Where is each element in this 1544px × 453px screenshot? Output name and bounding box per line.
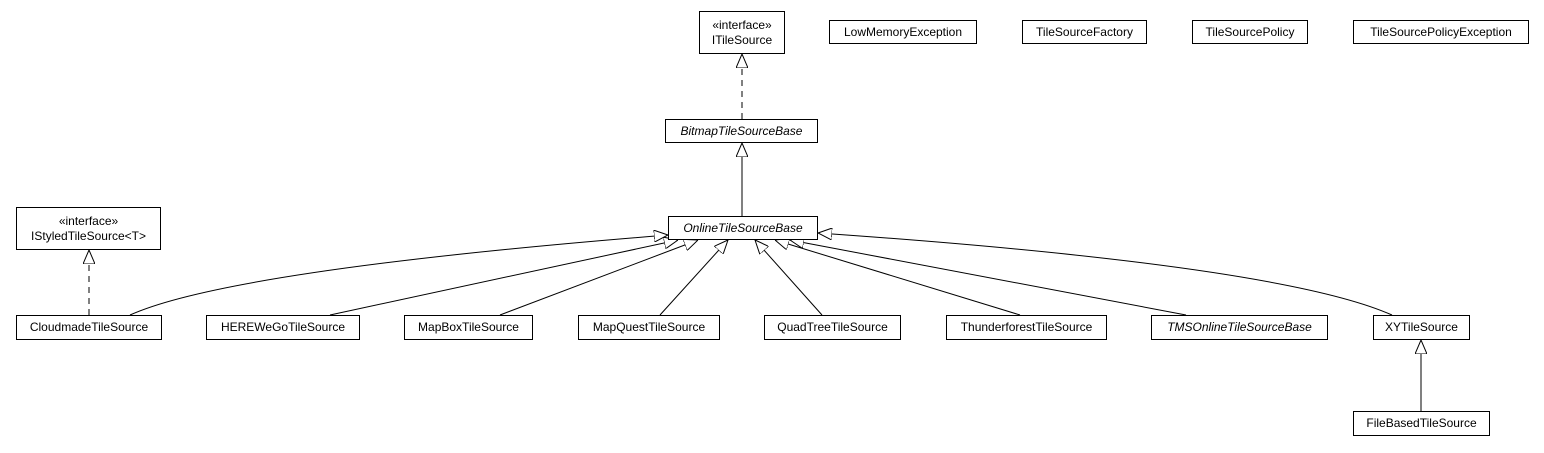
class-box-itilesource: «interface» ITileSource: [699, 11, 785, 54]
class-box-tile-source-policy: TileSourcePolicy: [1192, 20, 1308, 44]
class-name: TileSourcePolicy: [1205, 24, 1295, 39]
class-box-tile-source-policy-exception: TileSourcePolicyException: [1353, 20, 1529, 44]
class-name: HEREWeGoTileSource: [220, 320, 346, 334]
class-box-mapquest-tile-source: MapQuestTileSource: [578, 315, 720, 340]
class-name: TMSOnlineTileSourceBase: [1167, 320, 1312, 334]
class-box-tile-source-factory: TileSourceFactory: [1022, 20, 1147, 44]
class-name: OnlineTileSourceBase: [683, 220, 803, 235]
class-name: ThunderforestTileSource: [960, 320, 1093, 334]
class-name: TileSourceFactory: [1036, 24, 1133, 39]
class-name: TileSourcePolicyException: [1370, 24, 1512, 39]
class-box-bitmap-tile-source-base: BitmapTileSourceBase: [665, 119, 818, 143]
generalization-edge-herewego-tile-source-to-online-tile-source-base: [329, 240, 678, 316]
class-box-xy-tile-source: XYTileSource: [1373, 315, 1470, 340]
class-box-file-based-tile-source: FileBasedTileSource: [1353, 411, 1490, 436]
class-name: MapQuestTileSource: [592, 320, 706, 334]
class-box-quadtree-tile-source: QuadTreeTileSource: [764, 315, 901, 340]
class-name: IStyledTileSource<T>: [31, 228, 146, 243]
class-box-thunderforest-tile-source: ThunderforestTileSource: [946, 315, 1107, 340]
generalization-edge-mapbox-tile-source-to-online-tile-source-base: [499, 240, 698, 316]
class-name: FileBasedTileSource: [1366, 416, 1477, 430]
class-name: BitmapTileSourceBase: [680, 123, 803, 138]
class-box-herewego-tile-source: HEREWeGoTileSource: [206, 315, 360, 340]
class-box-mapbox-tile-source: MapBoxTileSource: [404, 315, 533, 340]
class-box-cloudmade-tile-source: CloudmadeTileSource: [16, 315, 162, 340]
generalization-edge-quadtree-tile-source-to-online-tile-source-base: [755, 240, 823, 316]
stereotype-label: «interface»: [712, 17, 772, 32]
generalization-edge-cloudmade-tile-source-to-online-tile-source-base: [129, 235, 668, 316]
generalization-edge-xy-tile-source-to-online-tile-source-base: [818, 233, 1393, 316]
stereotype-label: «interface»: [58, 213, 119, 228]
class-name: CloudmadeTileSource: [29, 320, 149, 334]
generalization-edge-thunderforest-tile-source-to-online-tile-source-base: [775, 240, 1021, 316]
class-box-online-tile-source-base: OnlineTileSourceBase: [668, 216, 818, 240]
class-box-low-memory-exception: LowMemoryException: [829, 20, 977, 44]
class-name: MapBoxTileSource: [418, 320, 519, 334]
class-box-istyled-tile-source: «interface» IStyledTileSource<T>: [16, 207, 161, 250]
class-name: LowMemoryException: [843, 24, 963, 39]
class-name: QuadTreeTileSource: [777, 320, 888, 334]
class-name: XYTileSource: [1385, 320, 1458, 334]
generalization-edge-mapquest-tile-source-to-online-tile-source-base: [659, 240, 728, 316]
class-name: ITileSource: [711, 32, 773, 47]
class-box-tms-online-tile-source-base: TMSOnlineTileSourceBase: [1151, 315, 1328, 340]
generalization-edge-tms-online-tile-source-base-to-online-tile-source-base: [790, 240, 1187, 316]
